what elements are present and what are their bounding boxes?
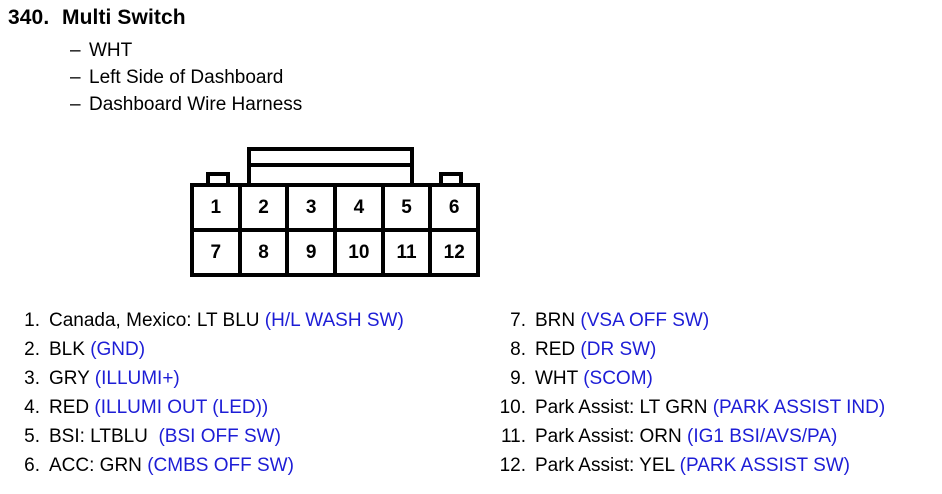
header-block: 340. Multi Switch – WHT – Left Side of D…	[8, 6, 302, 118]
subtitle-item: – Dashboard Wire Harness	[70, 91, 302, 118]
connector-pin-grid: 1 2 3 4 5 6 7 8 9 10 11 12	[190, 183, 480, 277]
pin-list-right: 7. BRN (VSA OFF SW) 8. RED (DR SW) 9. WH…	[492, 306, 942, 480]
title-number: 340.	[8, 6, 50, 29]
pin-item-signal: (CMBS OFF SW)	[147, 455, 294, 476]
pin-item-desc: GRY	[49, 368, 95, 389]
pin-cell-10: 10	[337, 232, 385, 273]
pin-list-item: 8. RED (DR SW)	[492, 335, 942, 364]
pin-list-item: 3. GRY (ILLUMI+)	[14, 364, 484, 393]
pin-item-signal: (VSA OFF SW)	[580, 310, 710, 331]
pin-item-index: 6.	[24, 455, 40, 476]
pin-item-desc: WHT	[535, 368, 584, 389]
pin-item-signal: (H/L WASH SW)	[264, 310, 404, 331]
pin-item-desc: RED	[49, 397, 95, 418]
pin-item-index: 11.	[500, 426, 526, 447]
pin-cell-6: 6	[448, 196, 460, 218]
pin-item-signal: (PARK ASSIST SW)	[679, 455, 851, 476]
pin-item-signal: (BSI OFF SW)	[158, 426, 281, 447]
pin-list-item: 12. Park Assist: YEL (PARK ASSIST SW)	[492, 451, 942, 480]
pin-cell-12: 12	[443, 241, 465, 263]
pin-item-desc: Park Assist: YEL	[535, 455, 680, 476]
pin-cell-1: 1	[194, 187, 242, 228]
pin-cell-4: 4	[337, 187, 385, 228]
subtitle-text: WHT	[89, 40, 133, 61]
pin-item-index: 4.	[24, 397, 40, 418]
pin-item-signal: (ILLUMI OUT (LED))	[94, 397, 269, 418]
pin-list-item: 10. Park Assist: LT GRN (PARK ASSIST IND…	[492, 393, 942, 422]
subtitle-item: – WHT	[70, 37, 302, 64]
pin-item-desc: BSI: LTBLU	[49, 426, 159, 447]
dash-bullet-icon: –	[70, 40, 81, 61]
pin-item-index: 3.	[24, 368, 40, 389]
pin-item-desc: Park Assist: LT GRN	[535, 397, 713, 418]
pin-item-desc: Park Assist: ORN	[535, 426, 688, 447]
pin-cell-2: 2	[242, 187, 290, 228]
subtitle-item: – Left Side of Dashboard	[70, 64, 302, 91]
pin-item-desc: BLK	[49, 339, 91, 360]
title-text: Multi Switch	[62, 6, 186, 29]
pin-item-index: 7.	[510, 310, 526, 331]
connector-lock-slot	[251, 163, 410, 167]
pin-list-item: 6. ACC: GRN (CMBS OFF SW)	[14, 451, 484, 480]
pin-item-signal: (IG1 BSI/AVS/PA)	[687, 426, 838, 447]
connector-diagram: 1 2 3 4 5 6 7 8 9 10 11 12	[190, 147, 480, 277]
connector-lock-bar	[247, 147, 414, 187]
pin-cell-9: 9	[289, 232, 338, 273]
pin-list-item: 11. Park Assist: ORN (IG1 BSI/AVS/PA)	[492, 422, 942, 451]
pin-item-index: 1.	[24, 310, 40, 331]
subtitle-text: Left Side of Dashboard	[89, 67, 284, 88]
pin-list-item: 2. BLK (GND)	[14, 335, 484, 364]
pin-cell-5: 5	[385, 187, 433, 228]
pin-list-item: 4. RED (ILLUMI OUT (LED))	[14, 393, 484, 422]
pin-item-desc: ACC: GRN	[49, 455, 148, 476]
pin-item-index: 5.	[24, 426, 40, 447]
pin-item-signal: (DR SW)	[580, 339, 657, 360]
pin-cell-7: 7	[194, 232, 242, 273]
pin-list-item: 1. Canada, Mexico: LT BLU (H/L WASH SW)	[14, 306, 484, 335]
pin-item-index: 2.	[24, 339, 40, 360]
pin-item-signal: (PARK ASSIST IND)	[712, 397, 886, 418]
pin-item-desc: RED	[535, 339, 581, 360]
pin-item-index: 9.	[510, 368, 526, 389]
pin-item-index: 8.	[510, 339, 526, 360]
pin-item-signal: (ILLUMI+)	[94, 368, 180, 389]
pin-list-item: 5. BSI: LTBLU (BSI OFF SW)	[14, 422, 484, 451]
pin-list-left: 1. Canada, Mexico: LT BLU (H/L WASH SW) …	[14, 306, 484, 480]
pin-item-desc: Canada, Mexico: LT BLU	[49, 310, 265, 331]
pin-item-signal: (SCOM)	[583, 368, 653, 389]
subtitle-text: Dashboard Wire Harness	[89, 94, 303, 115]
dash-bullet-icon: –	[70, 67, 81, 88]
pin-cell-3: 3	[289, 187, 338, 228]
dash-bullet-icon: –	[70, 94, 81, 115]
page-title: 340. Multi Switch	[8, 6, 302, 30]
pin-item-signal: (GND)	[90, 339, 146, 360]
connector-pin-row-top: 1 2 3 4 5 6	[194, 187, 476, 232]
pin-list-item: 9. WHT (SCOM)	[492, 364, 942, 393]
pin-item-index: 12.	[499, 455, 526, 476]
pin-list-item: 7. BRN (VSA OFF SW)	[492, 306, 942, 335]
connector-pin-row-bottom: 7 8 9 10 11 12	[194, 232, 476, 273]
pin-item-index: 10.	[499, 397, 526, 418]
subtitle-list: – WHT – Left Side of Dashboard – Dashboa…	[8, 37, 302, 118]
pin-cell-8: 8	[242, 232, 290, 273]
pin-item-desc: BRN	[535, 310, 581, 331]
pin-cell-11: 11	[385, 232, 433, 273]
